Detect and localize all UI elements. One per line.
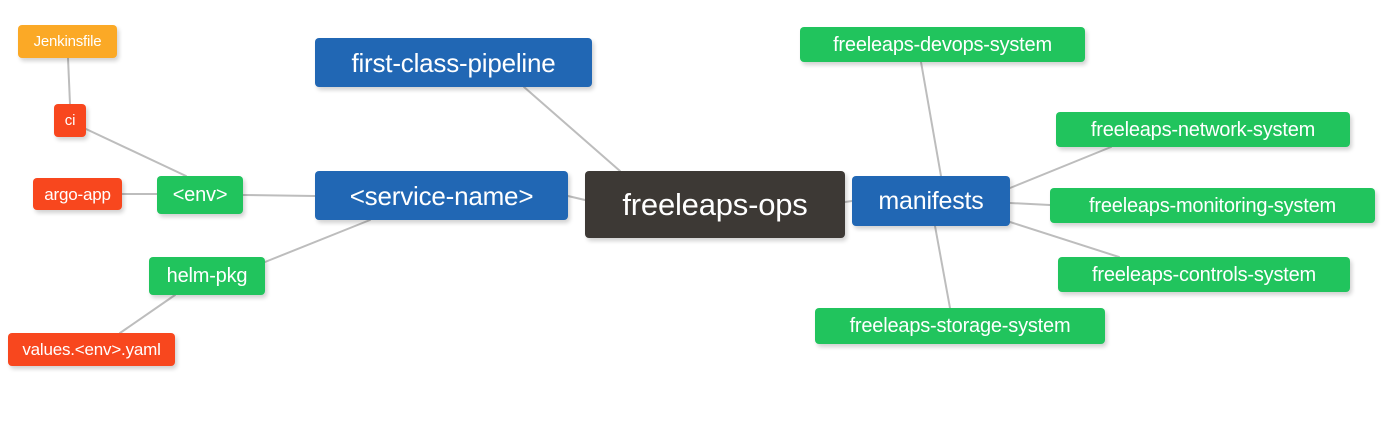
node-helm-pkg[interactable]: helm-pkg: [149, 257, 265, 295]
edge-service-name-to-helm-pkg: [264, 219, 371, 263]
node-service-name[interactable]: <service-name>: [315, 171, 568, 220]
edge-manifests-to-freeleaps-storage-system: [934, 225, 951, 309]
node-label-helm-pkg: helm-pkg: [166, 265, 248, 287]
node-label-freeleaps-network-system: freeleaps-network-system: [1090, 118, 1316, 141]
node-values-env-yaml[interactable]: values.<env>.yaml: [8, 333, 175, 366]
node-freeleaps-monitoring-system[interactable]: freeleaps-monitoring-system: [1050, 188, 1375, 223]
node-ci[interactable]: ci: [54, 104, 86, 137]
edge-env-to-ci: [85, 128, 187, 177]
edge-freeleaps-ops-to-service-name: [567, 195, 586, 201]
node-label-values-env-yaml: values.<env>.yaml: [22, 340, 161, 359]
edge-ci-to-jenkinsfile: [67, 57, 71, 105]
node-label-freeleaps-devops-system: freeleaps-devops-system: [833, 33, 1052, 56]
node-label-manifests: manifests: [878, 186, 984, 215]
node-freeleaps-ops[interactable]: freeleaps-ops: [585, 171, 845, 238]
edge-freeleaps-ops-to-manifests: [844, 200, 853, 203]
node-freeleaps-storage-system[interactable]: freeleaps-storage-system: [815, 308, 1105, 344]
edge-manifests-to-freeleaps-controls-system: [1009, 221, 1120, 258]
edge-service-name-to-env: [242, 194, 316, 197]
node-label-service-name: <service-name>: [349, 180, 534, 211]
node-label-jenkinsfile: Jenkinsfile: [33, 33, 102, 50]
node-first-class-pipeline[interactable]: first-class-pipeline: [315, 38, 592, 87]
node-label-freeleaps-monitoring-system: freeleaps-monitoring-system: [1089, 194, 1336, 217]
node-freeleaps-network-system[interactable]: freeleaps-network-system: [1056, 112, 1350, 147]
edge-manifests-to-freeleaps-devops-system: [920, 61, 942, 177]
node-label-env: <env>: [172, 184, 228, 206]
node-freeleaps-devops-system[interactable]: freeleaps-devops-system: [800, 27, 1085, 62]
node-manifests[interactable]: manifests: [852, 176, 1010, 226]
node-argo-app[interactable]: argo-app: [33, 178, 122, 210]
node-label-freeleaps-controls-system: freeleaps-controls-system: [1092, 263, 1316, 286]
node-label-first-class-pipeline: first-class-pipeline: [351, 47, 556, 78]
edge-freeleaps-ops-to-first-class-pipeline: [523, 86, 621, 172]
node-jenkinsfile[interactable]: Jenkinsfile: [18, 25, 117, 58]
edge-helm-pkg-to-values-env-yaml: [119, 294, 176, 334]
node-label-freeleaps-storage-system: freeleaps-storage-system: [849, 315, 1071, 337]
node-freeleaps-controls-system[interactable]: freeleaps-controls-system: [1058, 257, 1350, 292]
node-label-freeleaps-ops: freeleaps-ops: [622, 187, 808, 222]
edge-manifests-to-freeleaps-network-system: [1009, 146, 1112, 189]
node-label-argo-app: argo-app: [44, 184, 111, 204]
edge-manifests-to-freeleaps-monitoring-system: [1009, 202, 1051, 206]
node-label-ci: ci: [64, 112, 76, 129]
node-env[interactable]: <env>: [157, 176, 243, 214]
